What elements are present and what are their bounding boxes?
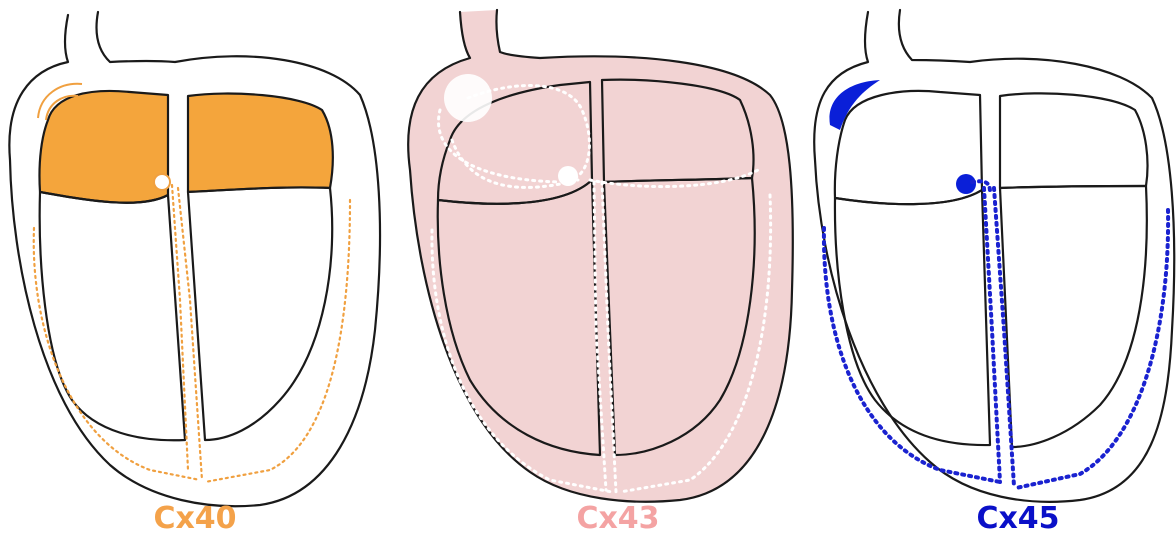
left-ventricle [40, 192, 185, 440]
av-node [956, 174, 976, 194]
left-ventricle [835, 190, 990, 445]
panel-label-cx45: Cx45 [976, 501, 1059, 536]
conduction-path [824, 181, 1168, 488]
right-atrium-outline [1000, 93, 1148, 188]
conduction-path [34, 185, 350, 482]
heart-panel-cx45 [814, 10, 1174, 502]
right-ventricle [1000, 186, 1147, 447]
right-atrium-fill [188, 94, 333, 192]
panel-label-cx40: Cx40 [153, 501, 236, 536]
av-node [558, 166, 578, 186]
heart-panel-cx43 [408, 10, 793, 502]
av-node [154, 174, 170, 190]
sa-node [829, 80, 880, 130]
right-ventricle [188, 187, 332, 440]
heart-panel-cx40 [9, 12, 380, 506]
panel-label-cx43: Cx43 [576, 501, 659, 536]
left-atrium-fill [39, 91, 168, 203]
